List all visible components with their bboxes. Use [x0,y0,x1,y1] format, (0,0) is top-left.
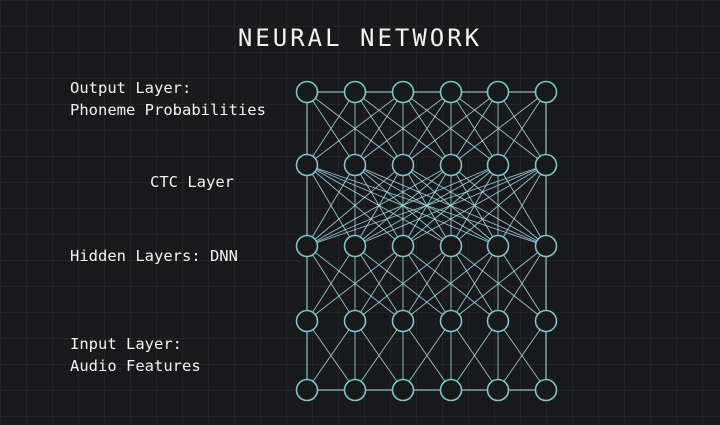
edge-hidden-2-5-to-input-4 [497,320,547,391]
edge-hidden-2-to-hidden-2-0 [306,245,404,322]
ctc-node-5 [534,153,558,177]
edge-ctc-5-to-hidden-1 [354,164,547,247]
edges-group [306,91,547,391]
hidden-node-2 [391,234,415,258]
edge-ctc-5-to-hidden-4 [497,164,547,247]
edge-output-5-to-ctc-3 [450,91,547,166]
ctc-node-3 [439,153,463,177]
edge-hidden-5-to-hidden-2-4 [497,245,547,322]
hidden-node-5 [534,234,558,258]
ctc-node-2 [391,153,415,177]
hidden-2-node-4 [486,309,510,333]
input-node-3 [439,378,463,402]
input-node-4 [486,378,510,402]
edge-ctc-1-to-hidden-0 [306,164,356,247]
edge-hidden-2-4-to-input-3 [450,320,499,391]
hidden-2-node-0 [295,309,319,333]
edge-output-5-to-ctc-4 [497,91,547,166]
nodes-group [295,80,558,402]
edge-output-3-to-ctc-1 [354,91,452,166]
ctc-node-4 [486,153,510,177]
hidden-node-4 [486,234,510,258]
edge-hidden-3-to-hidden-2-2 [402,245,452,322]
output-node-2 [391,80,415,104]
edge-output-2-to-ctc-0 [306,91,404,166]
output-node-5 [534,80,558,104]
edge-output-1-to-ctc-0 [306,91,356,166]
edge-output-4-to-ctc-3 [450,91,499,166]
edge-ctc-2-to-hidden-0 [306,164,404,247]
input-layer-label: Input Layer: Audio Features [70,335,201,375]
edge-hidden-2-2-to-input-1 [354,320,404,391]
hidden-node-3 [439,234,463,258]
hidden-node-1 [343,234,367,258]
hidden-2-node-1 [343,309,367,333]
output-node-0 [295,80,319,104]
input-node-5 [534,378,558,402]
edge-ctc-5-to-hidden-3 [450,164,547,247]
hidden-2-node-3 [439,309,463,333]
edge-ctc-5-to-hidden-0 [306,164,547,247]
edge-ctc-5-to-hidden-2 [402,164,547,247]
ctc-node-0 [295,153,319,177]
edge-hidden-4-to-hidden-2-2 [402,245,499,322]
edge-output-3-to-ctc-2 [402,91,452,166]
edge-hidden-5-to-hidden-2-3 [450,245,547,322]
output-node-3 [439,80,463,104]
output-node-1 [343,80,367,104]
ctc-node-1 [343,153,367,177]
ctc-layer-label: CTC Layer [150,173,234,191]
edge-ctc-4-to-hidden-0 [306,164,499,247]
edge-output-4-to-ctc-2 [402,91,499,166]
output-node-4 [486,80,510,104]
diagram-title: NEURAL NETWORK [237,24,483,52]
hidden-layers-label: Hidden Layers: DNN [70,247,238,265]
hidden-node-0 [295,234,319,258]
hidden-2-node-2 [391,309,415,333]
output-layer-label: Output Layer: Phoneme Probabilities [70,79,266,119]
input-node-2 [391,378,415,402]
edge-ctc-3-to-hidden-0 [306,164,452,247]
edge-output-2-to-ctc-1 [354,91,404,166]
input-node-0 [295,378,319,402]
edge-hidden-2-to-hidden-2-1 [354,245,404,322]
edge-hidden-1-to-hidden-2-0 [306,245,356,322]
hidden-2-node-5 [534,309,558,333]
input-node-1 [343,378,367,402]
edge-hidden-2-3-to-input-2 [402,320,452,391]
edge-hidden-2-1-to-input-0 [306,320,356,391]
edge-hidden-4-to-hidden-2-3 [450,245,499,322]
edge-hidden-3-to-hidden-2-1 [354,245,452,322]
